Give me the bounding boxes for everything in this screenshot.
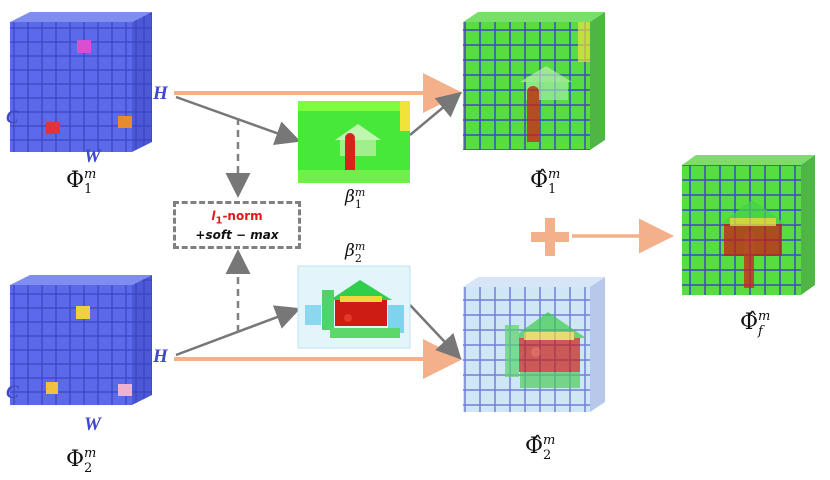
feature-cube-1 [10,12,152,152]
phihatf-symbol: Φ̂ [740,310,759,335]
beta2-sup: m [354,240,366,253]
arrow-beta1-to-phihat1 [409,91,462,136]
phihat1-sub: 1 [548,182,557,197]
l1-norm-softmax-box: l1-norm +soft − max [173,201,301,249]
op-l-subscript: 1 [215,215,223,227]
op-l-italic: l [211,209,216,223]
attention-map-beta2 [297,265,411,349]
op-line-1: l1-norm [176,209,298,226]
phi2-sub: 2 [84,461,93,476]
highlight-cell-yellow [76,306,90,319]
phi1-sub: 1 [84,182,93,197]
phihat1-symbol: Φ̂ [530,168,549,193]
phihat1-sup: m [548,167,561,182]
fused-cube [682,155,815,295]
width-label-top: W [84,146,101,167]
arrow-h1-to-beta1 [175,95,301,146]
beta1-symbol: β [345,187,355,207]
channel-label-bottom: C [6,382,19,403]
width-label-bottom: W [84,414,101,435]
weighted-cube-2 [463,277,605,412]
highlight-cell-magenta [77,40,91,53]
phihatf-sub: f [758,324,763,339]
sum-operator [531,218,569,256]
highlight-cell-orange [118,116,132,128]
highlight-cell-pink [118,384,132,396]
phihat2-symbol: Φ̂ [525,434,544,459]
attention-map-beta1 [298,101,410,183]
beta2-symbol: β [345,241,355,261]
beta1-sub: 1 [354,198,362,211]
beta1-sup: m [354,186,366,199]
phihat2-sub: 2 [543,448,552,463]
op-line-2: +soft − max [195,228,279,243]
height-label-bottom: H [153,346,168,367]
arrow-h2-to-beta2 [175,305,301,357]
phi2-symbol: Φ [66,447,85,472]
phi1-symbol: Φ [66,168,85,193]
phi2-sup: m [84,446,97,461]
op-norm-text: -norm [222,209,263,223]
beta2-sub: 2 [354,252,362,265]
highlight-cell-red [46,122,60,134]
phi1-sup: m [84,167,97,182]
weighted-cube-1 [463,12,605,150]
channel-label-top: C [6,107,19,128]
phihat2-sup: m [543,433,556,448]
feature-cube-2 [10,275,152,405]
highlight-cell-gold [46,382,58,394]
arrow-beta2-to-phihat2 [409,304,462,360]
height-label-top: H [153,83,168,104]
phihatf-sup: m [758,309,771,324]
